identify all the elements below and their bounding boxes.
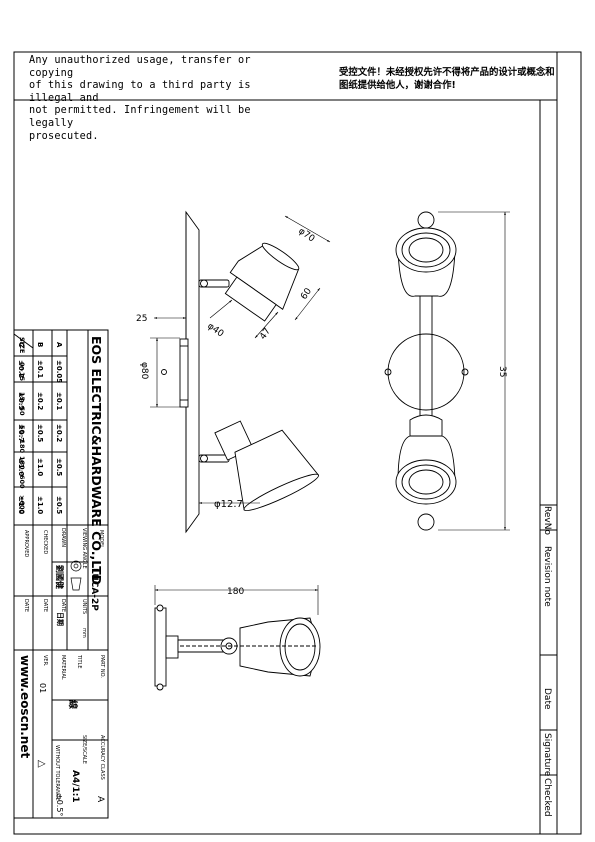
checked-field-label: CHECKED bbox=[42, 530, 48, 554]
tol-b-3: ±0.5 bbox=[36, 424, 44, 442]
tol-class-c: C bbox=[17, 342, 25, 347]
tol-a-2: ±0.1 bbox=[55, 392, 63, 410]
title-value: 線 bbox=[67, 700, 79, 709]
tol-c-1: ±0.3 bbox=[17, 360, 25, 378]
top-view bbox=[154, 604, 321, 691]
drawn-value: 劉國健 bbox=[55, 565, 65, 589]
tol-size-header: SIZE bbox=[18, 337, 26, 353]
copyright-notice-english: Any unauthorized usage, transfer or copy… bbox=[29, 55, 251, 142]
revision-block: RevNo Revision note Date Signature Check… bbox=[540, 504, 557, 817]
tol-col-15-50: 15~50 bbox=[18, 392, 26, 416]
tol-col-0-15: 0~15 bbox=[18, 362, 26, 381]
units-value: mm bbox=[81, 628, 87, 638]
tol-class-b: B bbox=[36, 342, 44, 347]
triangle-symbol: △ bbox=[36, 760, 47, 768]
dim-47: 47 bbox=[258, 327, 273, 342]
dim-35: 35 bbox=[497, 366, 507, 377]
signature-label: Signature bbox=[542, 733, 552, 777]
side-view bbox=[384, 211, 469, 531]
tol-class-a: A bbox=[55, 342, 63, 348]
tol-b-4: ±1.0 bbox=[36, 458, 44, 476]
tolerance-label: WITHOUT TOLERANCE bbox=[54, 745, 60, 801]
company-name: EOS ELECTRIC&HARDWARE CO.,LTD bbox=[89, 336, 104, 585]
tol-a-5: ±0.5 bbox=[55, 496, 63, 514]
drawn-label: DRAWN bbox=[60, 528, 66, 547]
top-view-dimension bbox=[154, 585, 319, 615]
accuracy-class-label: ACCURACY CLASS bbox=[99, 735, 105, 780]
material-label: MATERIAL bbox=[60, 655, 66, 680]
ver-label: VER. bbox=[42, 655, 48, 667]
rev-no-label: RevNo bbox=[542, 506, 552, 535]
date-label-1: DATE bbox=[60, 599, 66, 612]
copyright-notice-chinese: 受控文件！未经授权先许不得将产品的设计或概念和图纸提供给他人，谢谢合作! bbox=[339, 67, 555, 91]
tolerance-value: ±0.5° bbox=[55, 793, 64, 816]
tol-b-5: ±1.0 bbox=[36, 496, 44, 514]
front-view-dimensions bbox=[150, 215, 331, 504]
dim-phi80: φ80 bbox=[139, 362, 149, 380]
units-label: UNITS bbox=[81, 599, 87, 614]
approved-label: APPROVED bbox=[23, 530, 29, 557]
tol-b-2: ±0.2 bbox=[36, 392, 44, 410]
tol-c-2: ±0.5 bbox=[17, 392, 25, 410]
ver-value: 01 bbox=[38, 683, 47, 693]
date-label-3: DATE bbox=[23, 599, 29, 612]
date-value: 日期 bbox=[56, 612, 65, 626]
tol-a-1: ±0.05 bbox=[55, 360, 63, 383]
date-label-2: DATE bbox=[42, 599, 48, 612]
size-scale-label: SIZE/SCALE bbox=[81, 735, 87, 764]
viewing-angle-label: VIEWING ANGLE bbox=[81, 528, 87, 569]
dim-phi12-7: φ12.7 bbox=[214, 499, 243, 510]
tol-b-1: ±0.1 bbox=[36, 360, 44, 378]
front-view bbox=[161, 210, 320, 534]
model-field-label: MODEL bbox=[98, 530, 104, 548]
tol-c-3: ±0.7 bbox=[17, 424, 25, 442]
title-label: TITLE bbox=[76, 654, 82, 669]
tol-col-over-600: >600 bbox=[18, 495, 26, 514]
accuracy-class-value: A bbox=[95, 796, 105, 803]
size-scale-value: A4/1:1 bbox=[70, 770, 80, 803]
dim-60: 60 bbox=[299, 286, 314, 301]
tol-col-50-180: 50~180 bbox=[18, 425, 26, 454]
tol-a-4: ±0.5 bbox=[55, 458, 63, 476]
tol-col-180-600: 180~600 bbox=[18, 456, 26, 489]
checked-label: Checked bbox=[542, 778, 552, 817]
part-no-value: LUCA-2P bbox=[89, 568, 99, 611]
projection-symbol bbox=[70, 560, 82, 591]
website: www.eoscn.net bbox=[18, 655, 32, 758]
dim-phi40: φ40 bbox=[205, 321, 225, 339]
side-view-dimension bbox=[438, 211, 510, 531]
tol-c-4: ±1.0 bbox=[17, 458, 25, 476]
tolerance-rows: C ±0.3 ±0.5 ±0.7 ±1.0 ±1.0 B ±0.1 ±0.2 ±… bbox=[17, 342, 63, 514]
tol-c-5: ±1.0 bbox=[17, 496, 25, 514]
part-no-label: PART NO. bbox=[99, 655, 105, 678]
dim-180: 180 bbox=[227, 587, 244, 597]
title-block-fields: MODEL LUCA-2P PART NO. TITLE 線 ACCURACY … bbox=[18, 528, 105, 816]
title-block bbox=[13, 329, 109, 819]
dim-phi70: φ70 bbox=[296, 226, 316, 244]
revision-date-label: Date bbox=[542, 688, 552, 710]
dim-25: 25 bbox=[136, 314, 147, 324]
tol-a-3: ±0.2 bbox=[55, 424, 63, 442]
revision-note-label: Revision note bbox=[542, 546, 552, 607]
tolerance-table: SIZE 0~15 15~50 50~180 180~600 >600 bbox=[18, 337, 26, 514]
